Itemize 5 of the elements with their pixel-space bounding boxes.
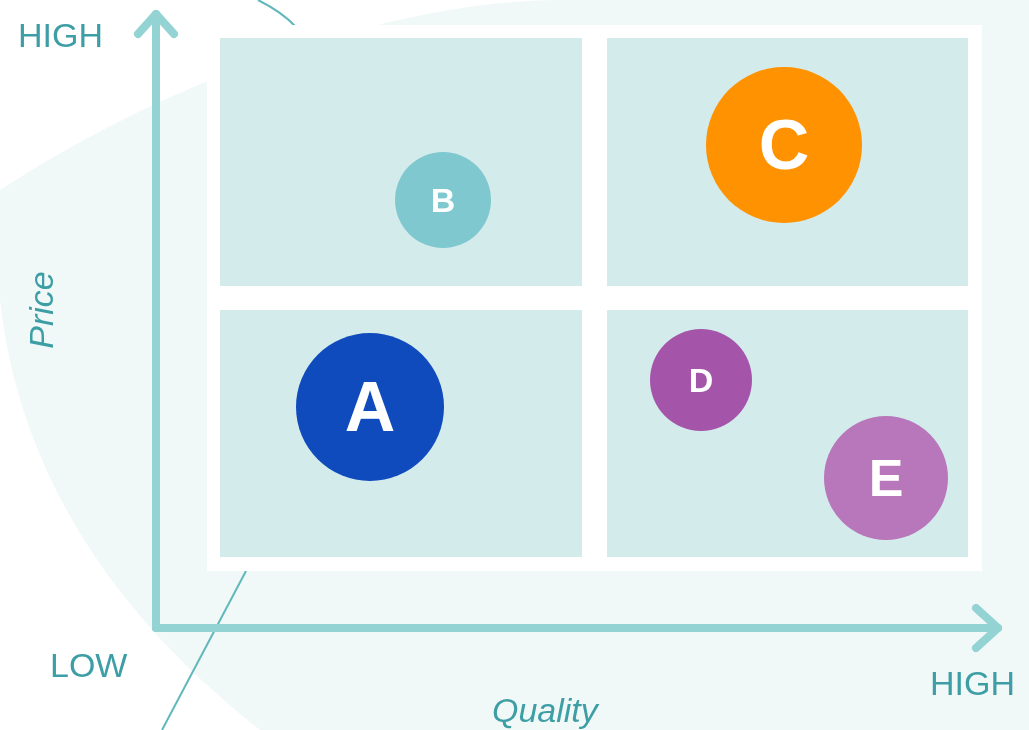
axis-label: Price	[21, 270, 61, 351]
axis-label: HIGH	[930, 666, 1015, 700]
axis-label: HIGH	[18, 18, 103, 52]
axis-label: Quality	[492, 693, 598, 727]
axis-label: LOW	[50, 648, 128, 682]
